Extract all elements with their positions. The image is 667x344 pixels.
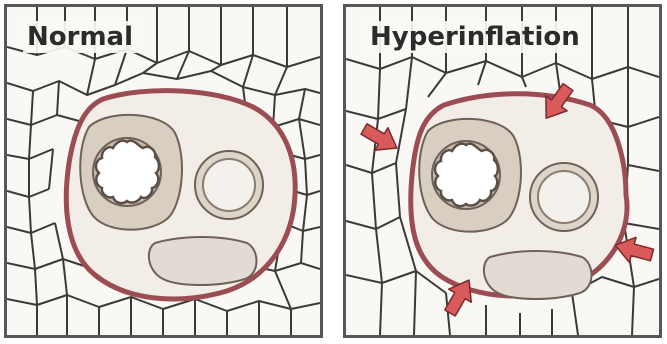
bronchus bbox=[419, 119, 521, 232]
artery bbox=[530, 163, 598, 231]
panel-hyperinflation: Hyperinflation bbox=[343, 4, 662, 338]
normal-diagram bbox=[7, 7, 320, 335]
panel-title: Hyperinflation bbox=[366, 21, 584, 53]
panel-title: Normal bbox=[23, 21, 137, 53]
compression-arrow-icon bbox=[358, 118, 404, 160]
bronchus-folded-epithelium bbox=[435, 144, 498, 206]
vein bbox=[149, 237, 257, 285]
panel-normal: Normal bbox=[4, 4, 323, 338]
vein bbox=[484, 251, 592, 299]
bronchus bbox=[80, 115, 182, 230]
bronchus-folded-epithelium bbox=[96, 141, 159, 203]
hyperinflation-diagram bbox=[346, 7, 659, 335]
artery bbox=[195, 151, 263, 219]
